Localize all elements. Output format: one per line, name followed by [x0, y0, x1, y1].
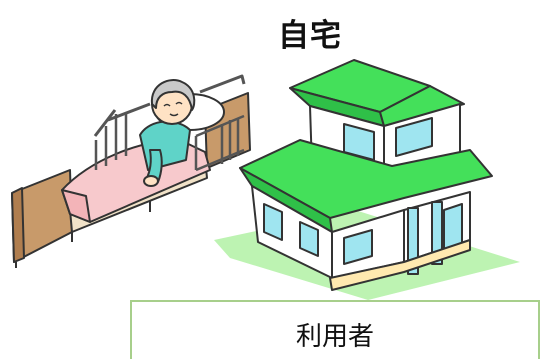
home-illustration — [11, 59, 520, 300]
label-box: 利用者 — [130, 300, 540, 359]
page-title: 自宅 — [278, 18, 342, 54]
label-text: 利用者 — [295, 322, 374, 352]
bed-icon — [11, 74, 251, 268]
house-icon — [214, 59, 520, 300]
